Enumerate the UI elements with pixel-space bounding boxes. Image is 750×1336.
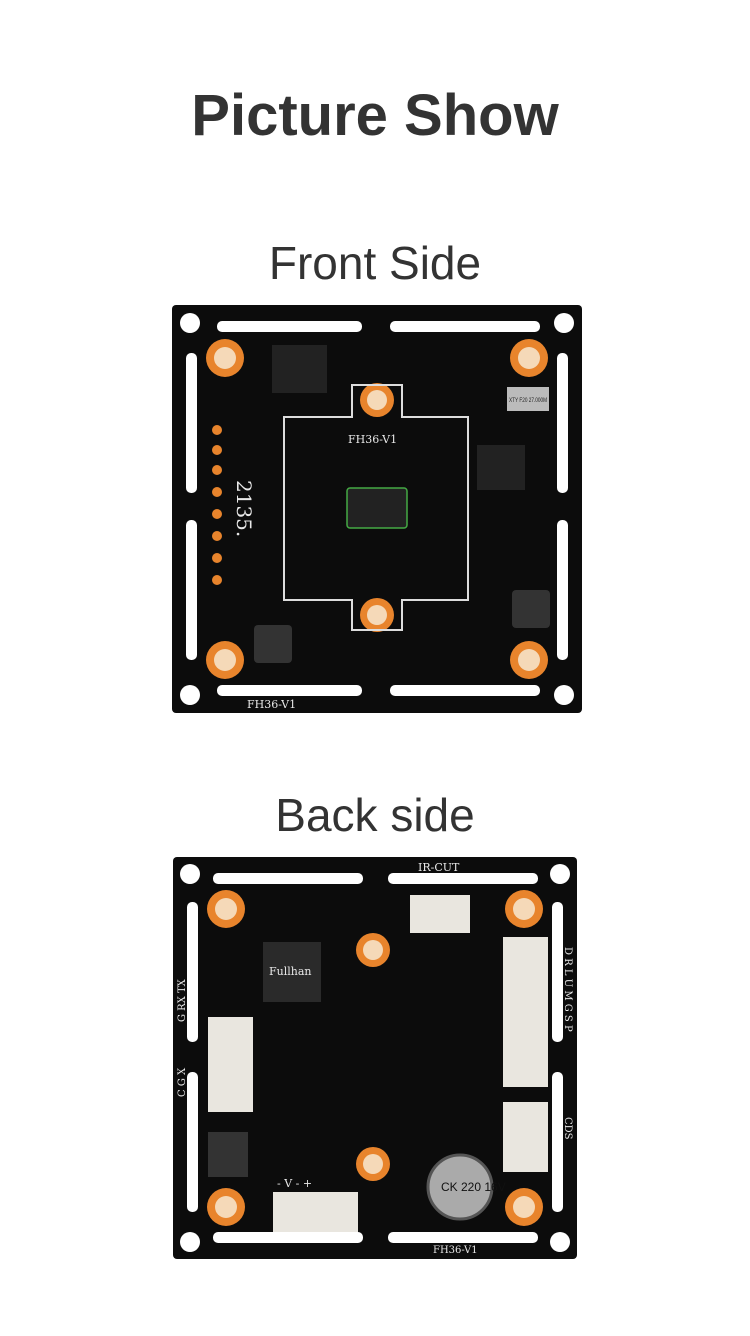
left-pins-mid-label: C G X	[177, 1067, 188, 1097]
power-pins-label: - V - +	[277, 1177, 312, 1190]
front-pcb-image: XTY F20 27.000M FH36-V1 2135. FH36-V1	[172, 305, 582, 713]
left-pins-label: G RX TX	[177, 978, 188, 1022]
front-side-heading: Front Side	[268, 237, 482, 289]
right-pins-label: D R L U M G S P	[562, 947, 573, 1032]
page-title: Picture Show	[191, 83, 559, 148]
chip-brand: Fullhan	[269, 965, 311, 978]
chip-mark: FH36-V1	[348, 433, 397, 446]
back-side-heading: Back side	[275, 789, 475, 841]
board-name: FH36-V1	[247, 698, 296, 711]
cds-label: CDS	[562, 1117, 573, 1140]
crystal-mark: XTY F20 27.000M	[509, 398, 547, 404]
ircut-label: IR-CUT	[418, 861, 460, 874]
board-name-back: FH36-V1	[433, 1245, 478, 1256]
back-pcb-image: Fullhan CK 220 16V IR-CUT G RX TX C G X …	[173, 857, 577, 1259]
number-mark: 2135.	[232, 480, 256, 537]
capacitor-mark: CK 220 16V	[441, 1180, 506, 1194]
